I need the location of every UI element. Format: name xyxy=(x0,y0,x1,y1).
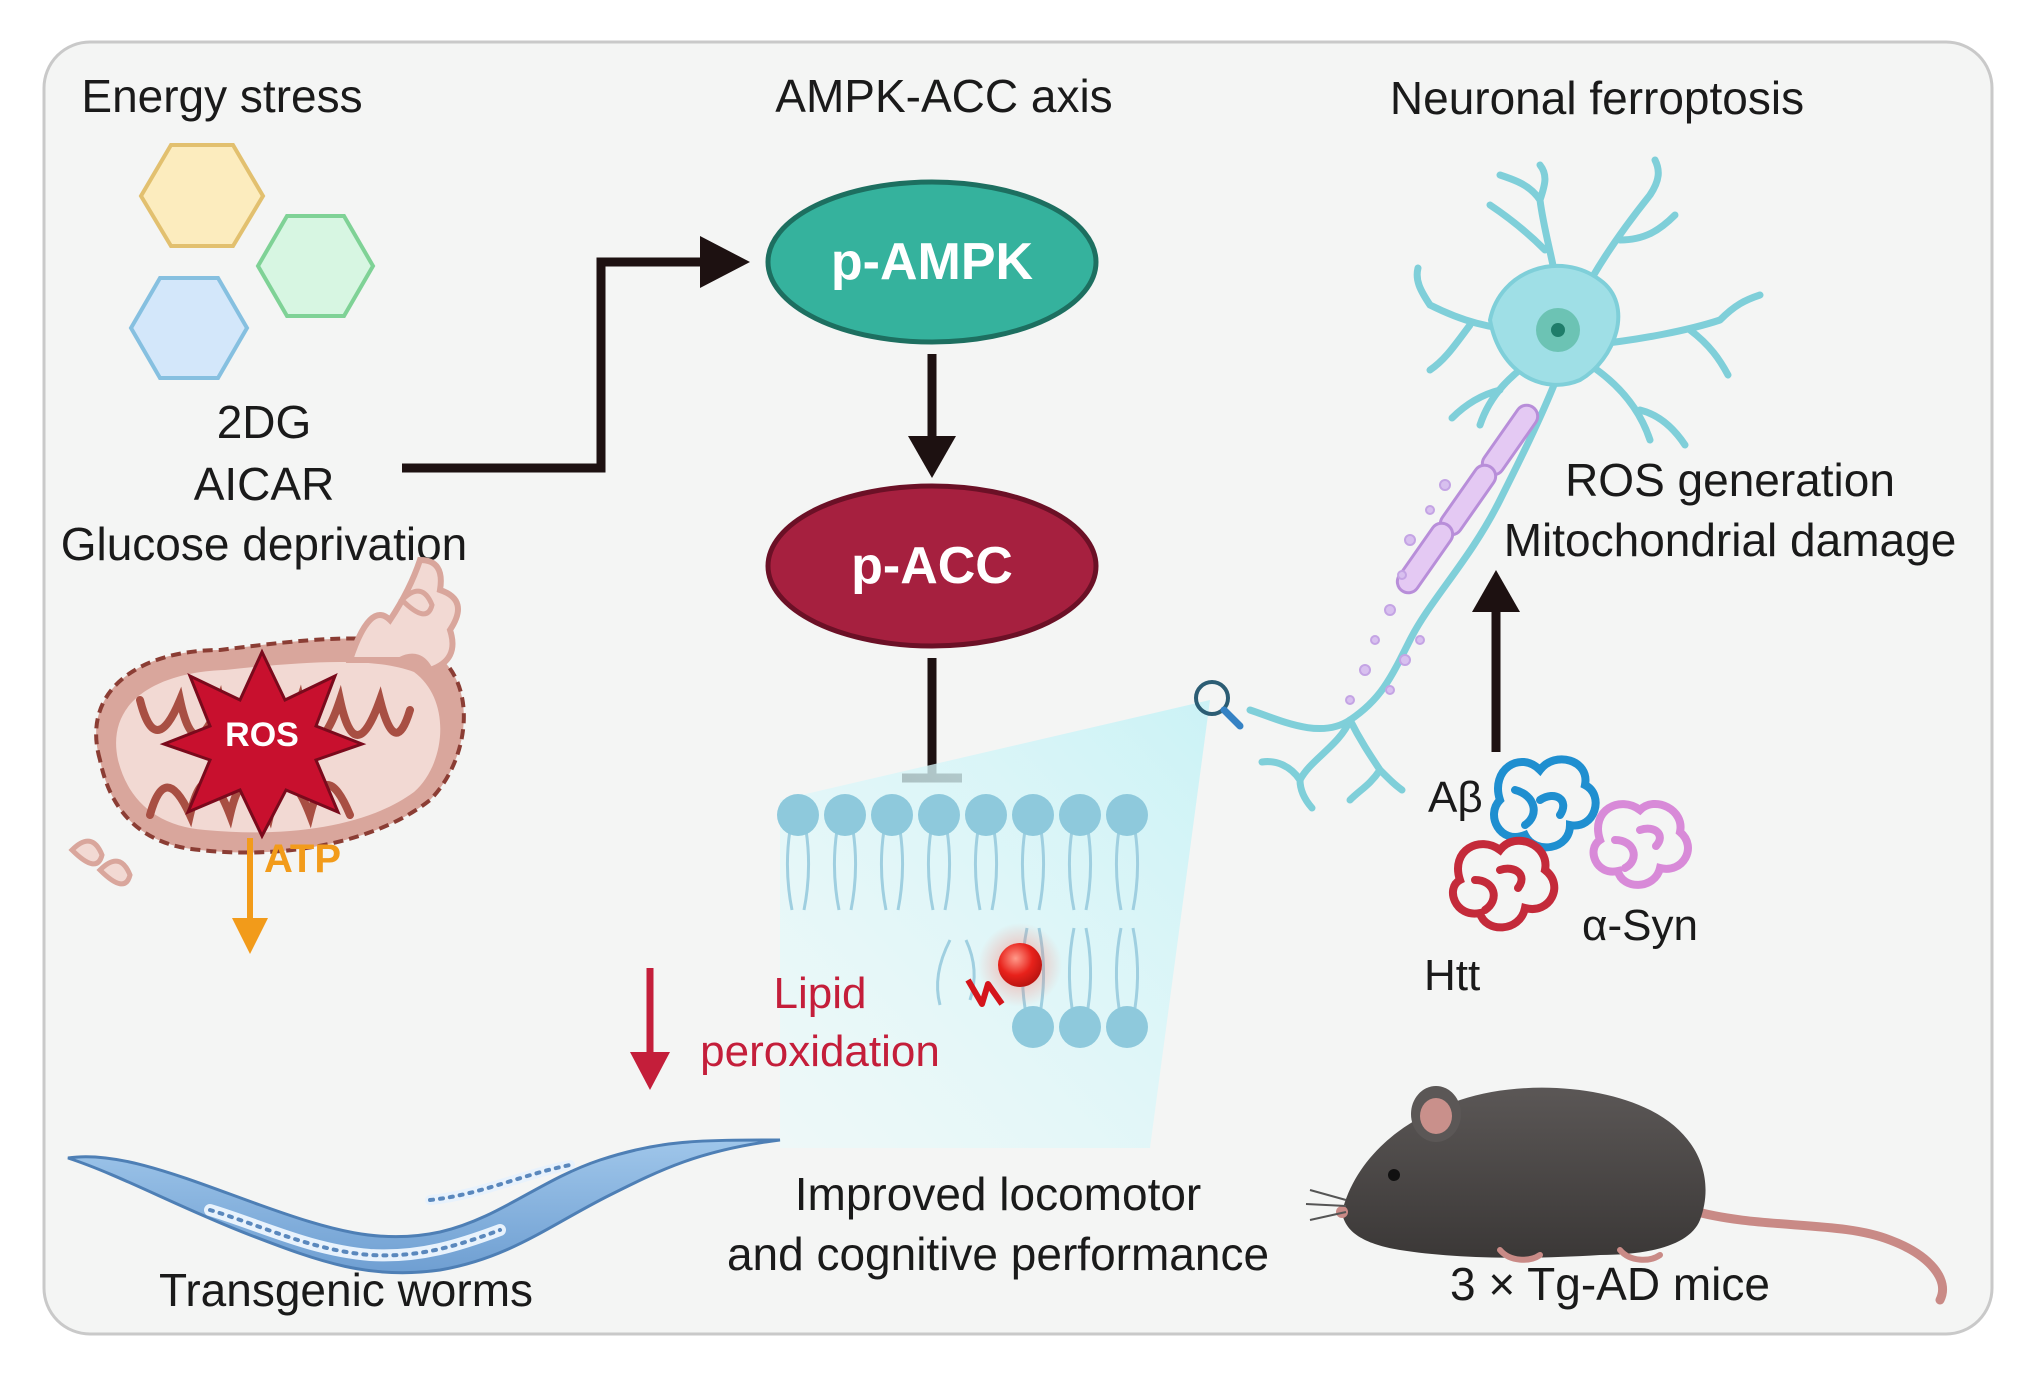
stressor-2dg: 2DG xyxy=(217,396,312,448)
ros-generation-label: ROS generation xyxy=(1565,454,1895,506)
improved-label-line2: and cognitive performance xyxy=(727,1228,1269,1280)
neuron-soma xyxy=(1487,263,1621,387)
stressor-aicar: AICAR xyxy=(194,458,335,510)
worm-icon xyxy=(67,1138,781,1275)
myelin-sheaths xyxy=(1395,403,1540,595)
ampk-axis-title: AMPK-ACC axis xyxy=(775,70,1112,122)
energy-stress-title: Energy stress xyxy=(81,70,362,122)
lipid-radical-icon xyxy=(965,923,1062,1007)
ros-burst-icon: ROS xyxy=(159,648,367,840)
htt-aggregate-icon xyxy=(1448,836,1559,932)
hexagon-green-icon xyxy=(255,214,376,318)
lipid-down-arrow xyxy=(630,968,670,1090)
panel-background xyxy=(42,40,1994,1336)
neuron-icon xyxy=(1246,156,1764,812)
atp-label: ATP xyxy=(264,837,341,881)
hexagon-molecules xyxy=(128,143,376,380)
p-ampk-label: p-AMPK xyxy=(831,233,1034,291)
magnifier-icon xyxy=(1194,680,1244,730)
degenerating-fragments xyxy=(1345,479,1451,705)
mouse-icon xyxy=(1305,1086,1947,1305)
mice-label: 3 × Tg-AD mice xyxy=(1450,1258,1770,1310)
improved-label-line1: Improved locomotor xyxy=(795,1168,1202,1220)
worms-label: Transgenic worms xyxy=(159,1264,533,1316)
ros-label: ROS xyxy=(225,716,299,754)
p-acc-label: p-ACC xyxy=(851,537,1013,595)
asyn-label: α-Syn xyxy=(1582,901,1698,950)
stressor-glucose-deprivation: Glucose deprivation xyxy=(61,518,468,570)
peroxidation-label: peroxidation xyxy=(700,1027,940,1076)
lipid-label: Lipid xyxy=(774,969,867,1018)
atp-down-arrow xyxy=(232,838,268,954)
p-ampk-node: p-AMPK xyxy=(765,179,1099,345)
hexagon-yellow-icon xyxy=(138,143,266,248)
membrane-heads-bottom xyxy=(1012,1006,1148,1048)
p-acc-node: p-ACC xyxy=(765,483,1099,649)
mitochondrial-damage-label: Mitochondrial damage xyxy=(1504,514,1957,566)
ampk-to-acc-arrow xyxy=(908,354,956,478)
asyn-aggregate-icon xyxy=(1589,800,1692,889)
membrane-heads-top xyxy=(777,794,1148,836)
ferroptosis-title: Neuronal ferroptosis xyxy=(1390,72,1804,124)
damage-up-arrow xyxy=(1472,570,1520,752)
activation-arrow xyxy=(402,236,750,473)
abeta-label: Aβ xyxy=(1428,773,1483,822)
hexagon-blue-icon xyxy=(128,276,250,380)
htt-label: Htt xyxy=(1424,951,1480,1000)
